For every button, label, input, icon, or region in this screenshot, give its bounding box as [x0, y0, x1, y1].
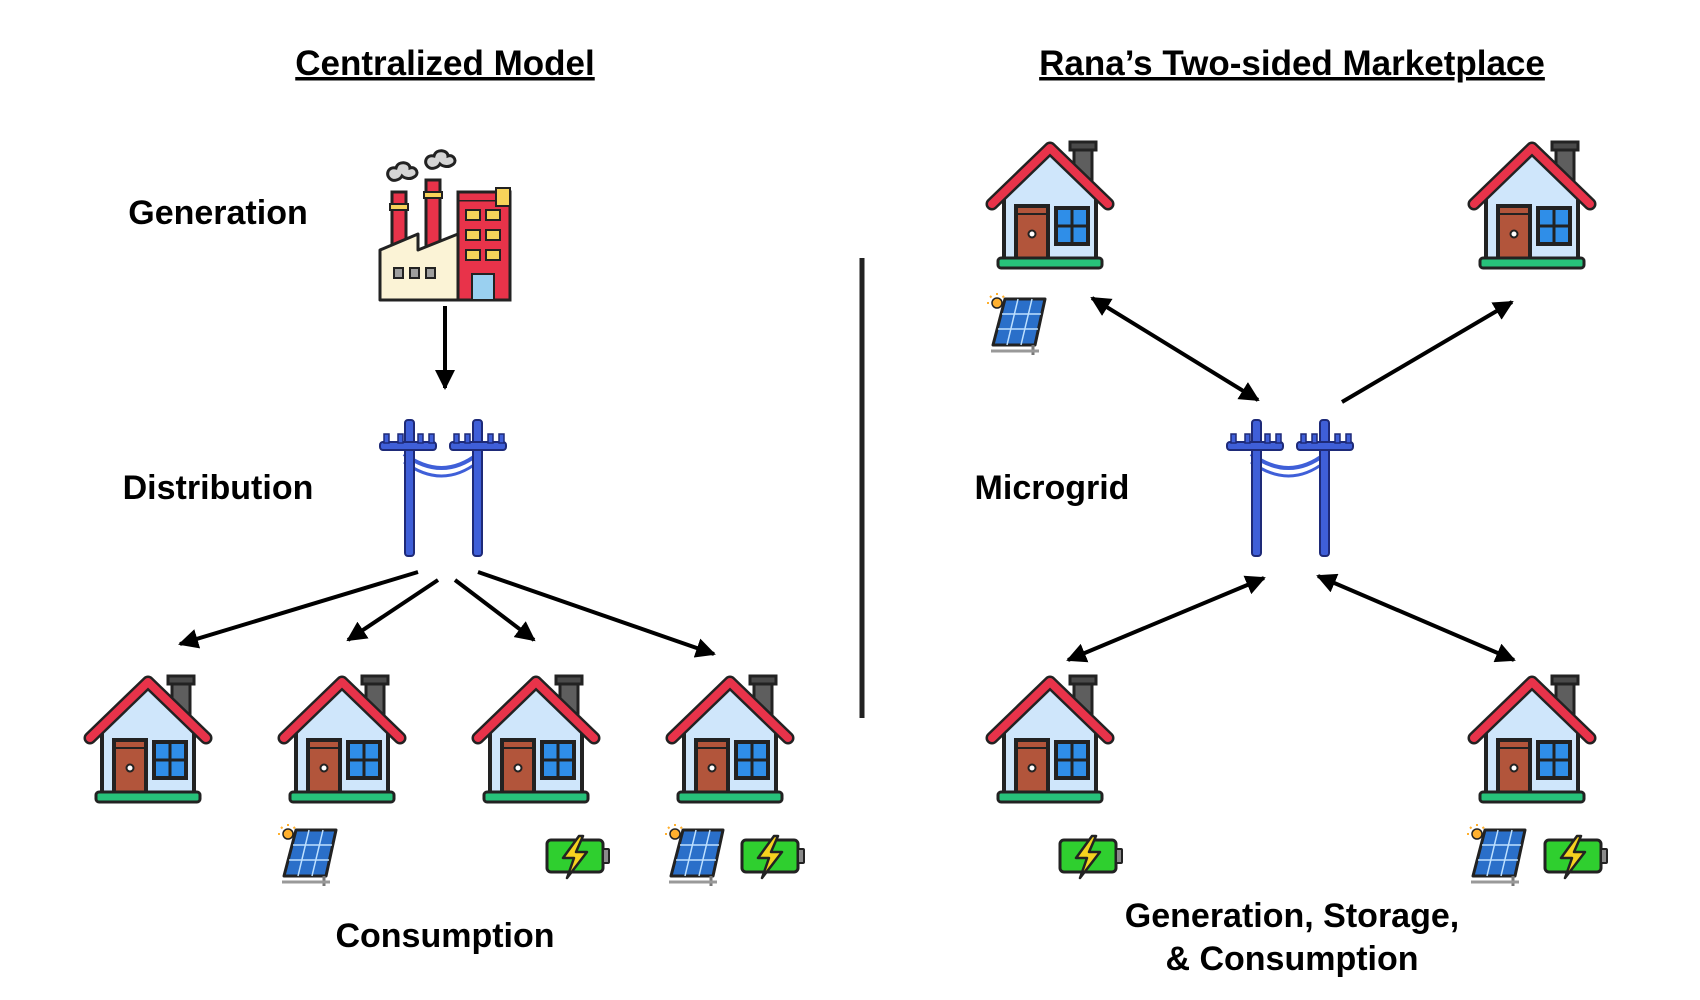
distribution-arrow-3 [453, 578, 536, 642]
microgrid-label: Microgrid [975, 469, 1130, 507]
left-panel-title: Centralized Model [295, 44, 594, 83]
battery-icon [1058, 834, 1124, 880]
solar-panel-icon [276, 822, 338, 888]
generation-label: Generation [128, 194, 307, 232]
power-pole-icon [378, 418, 508, 558]
house-icon [1474, 142, 1590, 268]
microgrid-arrow-top-left [1090, 296, 1260, 402]
factory-icon [378, 149, 512, 302]
solar-panel-icon [663, 822, 725, 888]
right-panel-title: Rana’s Two-sided Marketplace [1039, 44, 1545, 83]
distribution-arrow-4 [477, 570, 716, 658]
distribution-arrow-2 [346, 578, 440, 642]
consumption-label: Consumption [335, 917, 554, 955]
solar-panel-icon [985, 291, 1047, 357]
solar-panel-icon [1465, 822, 1527, 888]
battery-icon [545, 834, 611, 880]
battery-icon [1543, 834, 1609, 880]
house-icon [478, 676, 594, 802]
house-icon [992, 676, 1108, 802]
house-icon [1474, 676, 1590, 802]
distribution-arrow-1 [178, 570, 419, 649]
house-icon [90, 676, 206, 802]
distribution-label: Distribution [123, 469, 314, 507]
marketplace-bottom-label-line2: & Consumption [1165, 940, 1418, 978]
house-icon [672, 676, 788, 802]
microgrid-arrow-bottom-right [1316, 573, 1516, 663]
microgrid-arrow-bottom-left [1066, 575, 1266, 663]
microgrid-arrow-top-right [1340, 300, 1514, 404]
marketplace-bottom-label-line1: Generation, Storage, [1125, 897, 1459, 935]
battery-icon [740, 834, 806, 880]
house-icon [284, 676, 400, 802]
house-icon [992, 142, 1108, 268]
power-pole-icon [1225, 418, 1355, 558]
